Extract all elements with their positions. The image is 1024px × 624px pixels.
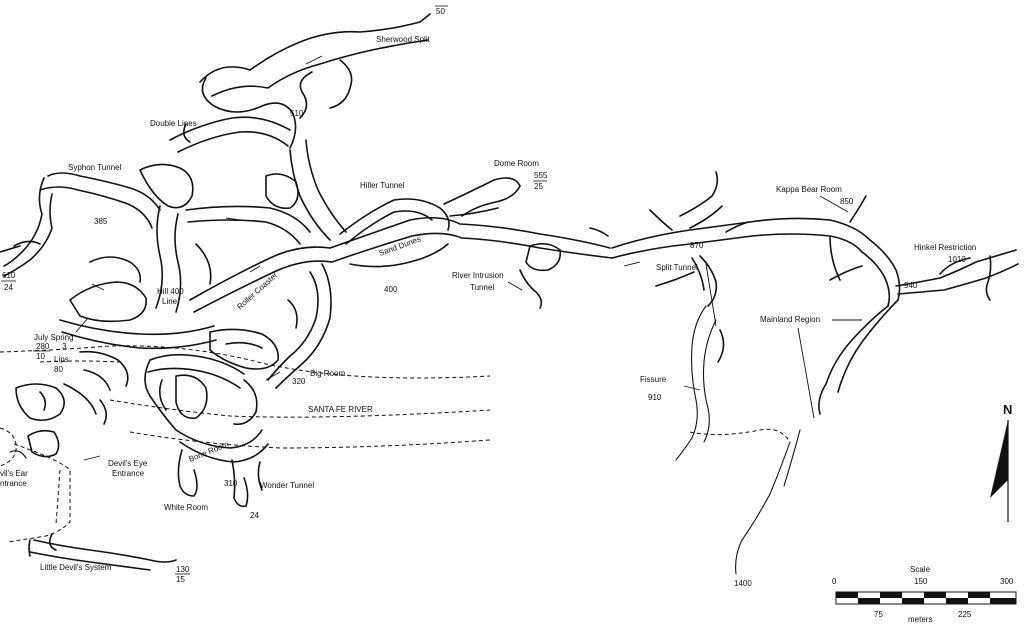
santa-fe-river-lines (0, 345, 791, 543)
label-lips: Lips (54, 355, 69, 364)
depth-50: 50 (436, 7, 445, 16)
label-mainland-region: Mainland Region (760, 315, 820, 324)
label-fissure: Fissure (640, 375, 667, 384)
scale-tick-225: 225 (958, 610, 972, 619)
depth-80: 80 (54, 365, 63, 374)
north-label: N (1003, 402, 1012, 417)
scale-tick-300: 300 (1000, 577, 1014, 586)
west-cave-passages (0, 13, 431, 571)
label-big-room: Big Room (310, 369, 345, 378)
depth-940: 940 (904, 281, 918, 290)
label-little-devils-system: Little Devil's System (40, 563, 112, 572)
depth-3: 3 (62, 342, 67, 351)
depth-24-south: 24 (250, 511, 259, 520)
label-santa-fe-river: SANTA FE RIVER (308, 405, 373, 414)
label-july-spring: July Spring (34, 333, 74, 342)
label-kappa-bear-room: Kappa Bear Room (776, 185, 842, 194)
scale-unit: meters (908, 615, 932, 624)
depth-24-west: 24 (4, 283, 13, 292)
label-devils-eye: Devil's Eye (108, 459, 148, 468)
depth-15: 15 (176, 575, 185, 584)
depth-280: 280 (36, 342, 50, 351)
label-double-lines: Double Lines (150, 119, 197, 128)
depth-510: 510 (290, 109, 304, 118)
scale-tick-150: 150 (914, 577, 928, 586)
label-river-intrusion-tunnel: Tunnel (470, 283, 494, 292)
scale-tick-75: 75 (874, 610, 883, 619)
depth-10: 10 (36, 352, 45, 361)
label-white-room: White Room (164, 503, 208, 512)
depth-910: 910 (648, 393, 662, 402)
label-devils-ear: vil's Ear (0, 469, 28, 478)
scale-tick-0: 0 (832, 577, 837, 586)
depth-385: 385 (94, 217, 108, 226)
map-pointers (75, 55, 862, 461)
label-syphon-tunnel: Syphon Tunnel (68, 163, 122, 172)
north-arrow: N (990, 402, 1012, 522)
depth-610: 610 (2, 271, 16, 280)
label-devils-ear-entrance: ntrance (0, 479, 27, 488)
depth-1010: 1010 (948, 255, 966, 264)
depth-555: 555 (534, 171, 548, 180)
label-hiller-tunnel: Hiller Tunnel (360, 181, 405, 190)
depth-labels: 50 510 385 555 25 610 24 280 3 10 80 400… (1, 5, 966, 588)
central-cave-passages (329, 171, 1019, 575)
label-wonder-tunnel: Wonder Tunnel (260, 481, 314, 490)
depth-320: 320 (292, 377, 306, 386)
north-arrow-icon (990, 420, 1008, 498)
depth-310: 310 (224, 479, 238, 488)
scale-title: Scale (910, 565, 931, 574)
depth-1400: 1400 (734, 579, 752, 588)
depth-25: 25 (534, 182, 543, 191)
depth-400: 400 (384, 285, 398, 294)
label-hinkel-restriction: Hinkel Restriction (914, 243, 976, 252)
label-hill-400-line: Line (162, 297, 178, 306)
label-sand-dunes: Sand Dunes (378, 234, 422, 258)
depth-850: 850 (840, 197, 854, 206)
label-sherwood-split: Sherwood Split (376, 35, 431, 44)
depth-870: 870 (690, 241, 704, 250)
scale-bar: Scale 0 150 300 75 225 meters (832, 565, 1017, 624)
label-roller-coaster: Roller Coaster (235, 270, 279, 311)
label-hill-400: Hill 400 (157, 287, 184, 296)
label-dome-room: Dome Room (494, 159, 539, 168)
label-split-tunnel: Split Tunnel (656, 263, 698, 272)
label-river-intrusion: River Intrusion (452, 271, 504, 280)
label-devils-eye-entrance: Entrance (112, 469, 145, 478)
depth-130: 130 (176, 565, 190, 574)
